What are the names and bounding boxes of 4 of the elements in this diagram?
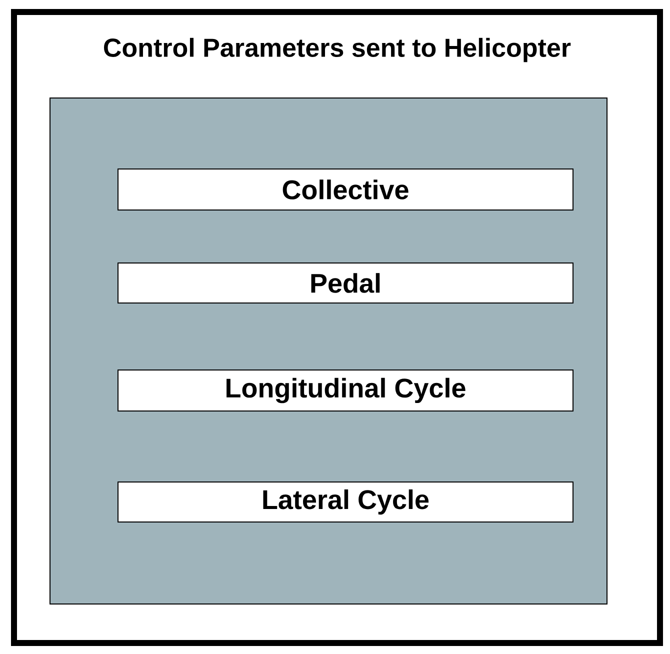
parameter-box: Pedal: [118, 262, 574, 304]
parameter-box: Longitudinal Cycle: [118, 370, 574, 412]
parameter-box: Collective: [118, 168, 574, 210]
parameter-box: Lateral Cycle: [118, 482, 574, 522]
